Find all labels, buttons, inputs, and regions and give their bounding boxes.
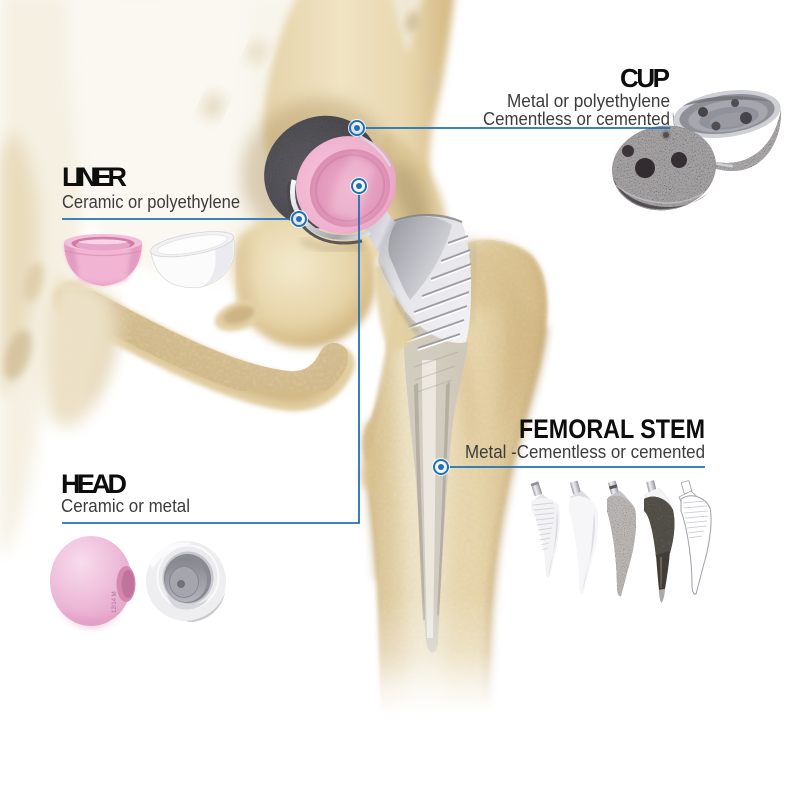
svg-text:Metal -Cementless or cemented: Metal -Cementless or cemented [465,442,705,462]
svg-text:FEMORAL STEM: FEMORAL STEM [519,414,705,444]
svg-text:LINER: LINER [62,162,127,192]
svg-text:Ceramic or polyethylene: Ceramic or polyethylene [62,192,240,212]
svg-text:CUP: CUP [620,63,670,93]
svg-text:HEAD: HEAD [61,469,127,499]
svg-text:Cementless or cemented: Cementless or cemented [483,109,670,129]
svg-text:12/14 M: 12/14 M [112,591,118,613]
svg-text:Ceramic or metal: Ceramic or metal [61,496,190,516]
svg-text:Metal or polyethylene: Metal or polyethylene [507,91,670,111]
